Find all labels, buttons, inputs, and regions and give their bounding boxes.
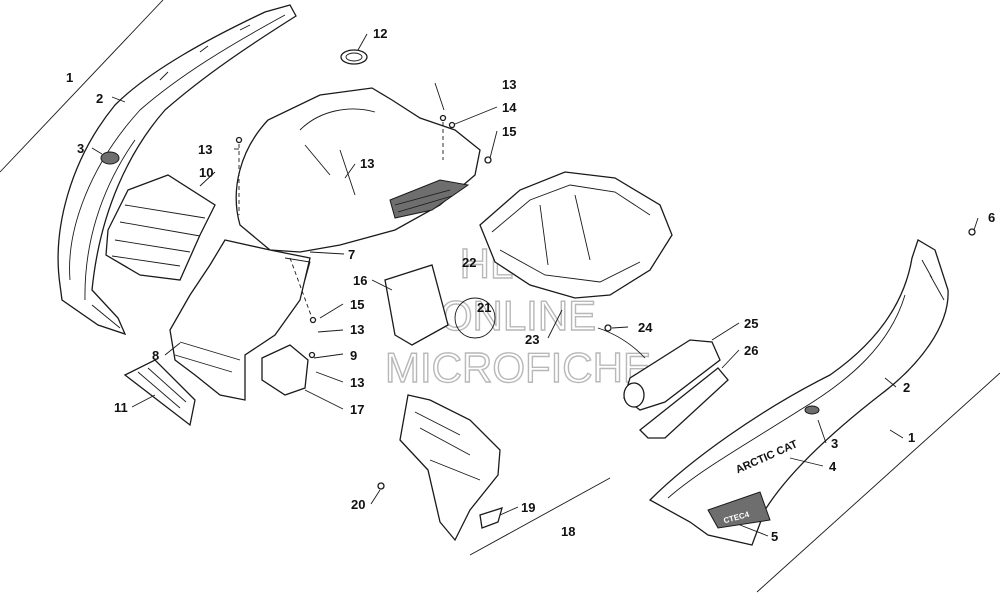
front-hood-assembly <box>235 49 481 253</box>
leader-lines <box>91 33 979 537</box>
callout-13-b: 13 <box>198 142 212 157</box>
callout-11: 11 <box>114 400 128 415</box>
callout-2-left: 2 <box>96 91 103 106</box>
callout-19: 19 <box>521 500 535 515</box>
callout-15-b: 15 <box>350 297 364 312</box>
watermark-line3: MICROFICHE <box>385 344 651 391</box>
callout-13-e: 13 <box>350 375 364 390</box>
callout-16: 16 <box>353 273 367 288</box>
vent-part-11 <box>123 359 196 427</box>
callout-2-right: 2 <box>903 380 910 395</box>
bracket-part-17 <box>261 344 309 396</box>
clip-part-19 <box>479 507 503 529</box>
part-21-outline <box>454 297 496 339</box>
callout-23: 23 <box>525 332 539 347</box>
callout-6: 6 <box>988 210 995 225</box>
callout-13-d: 13 <box>350 322 364 337</box>
grille-part-10 <box>105 174 216 281</box>
callout-13-a: 13 <box>502 77 516 92</box>
right-side-emblem-icon <box>804 405 820 415</box>
callout-9: 9 <box>350 348 357 363</box>
callout-20: 20 <box>351 497 365 512</box>
right-side-panel: CTEC4 ARCTIC CAT <box>648 228 1000 593</box>
callout-labels: 1 2 3 12 13 14 15 13 13 10 6 7 22 16 15 … <box>66 26 995 544</box>
airbox-tray <box>479 171 673 299</box>
callout-8: 8 <box>152 348 159 363</box>
callout-1-right: 1 <box>908 430 915 445</box>
left-side-emblem-icon <box>100 151 120 165</box>
callout-21: 21 <box>477 300 491 315</box>
intake-tube <box>623 339 729 439</box>
callout-12: 12 <box>373 26 387 41</box>
watermark-line2: ONLINE <box>440 292 596 339</box>
gauge-ring-part-12 <box>340 49 368 65</box>
callout-18: 18 <box>561 524 575 539</box>
callout-10: 10 <box>199 165 213 180</box>
callout-13-c: 13 <box>360 156 374 171</box>
fasteners <box>235 114 492 359</box>
callout-5: 5 <box>771 529 778 544</box>
left-side-panel <box>0 0 297 336</box>
callout-14: 14 <box>502 100 517 115</box>
callout-3-right: 3 <box>831 436 838 451</box>
callout-24: 24 <box>638 320 653 335</box>
callout-4: 4 <box>829 459 837 474</box>
callout-17: 17 <box>350 402 364 417</box>
panel-part-16 <box>384 264 449 346</box>
callout-7: 7 <box>348 247 355 262</box>
callout-3-left: 3 <box>77 141 84 156</box>
lower-nose-panel <box>169 239 311 401</box>
callout-1-left: 1 <box>66 70 73 85</box>
screw-part-20 <box>377 482 385 490</box>
lower-bracket-assembly <box>377 394 611 556</box>
callout-22: 22 <box>462 255 476 270</box>
callout-15-a: 15 <box>502 124 516 139</box>
callout-25: 25 <box>744 316 758 331</box>
callout-26: 26 <box>744 343 758 358</box>
